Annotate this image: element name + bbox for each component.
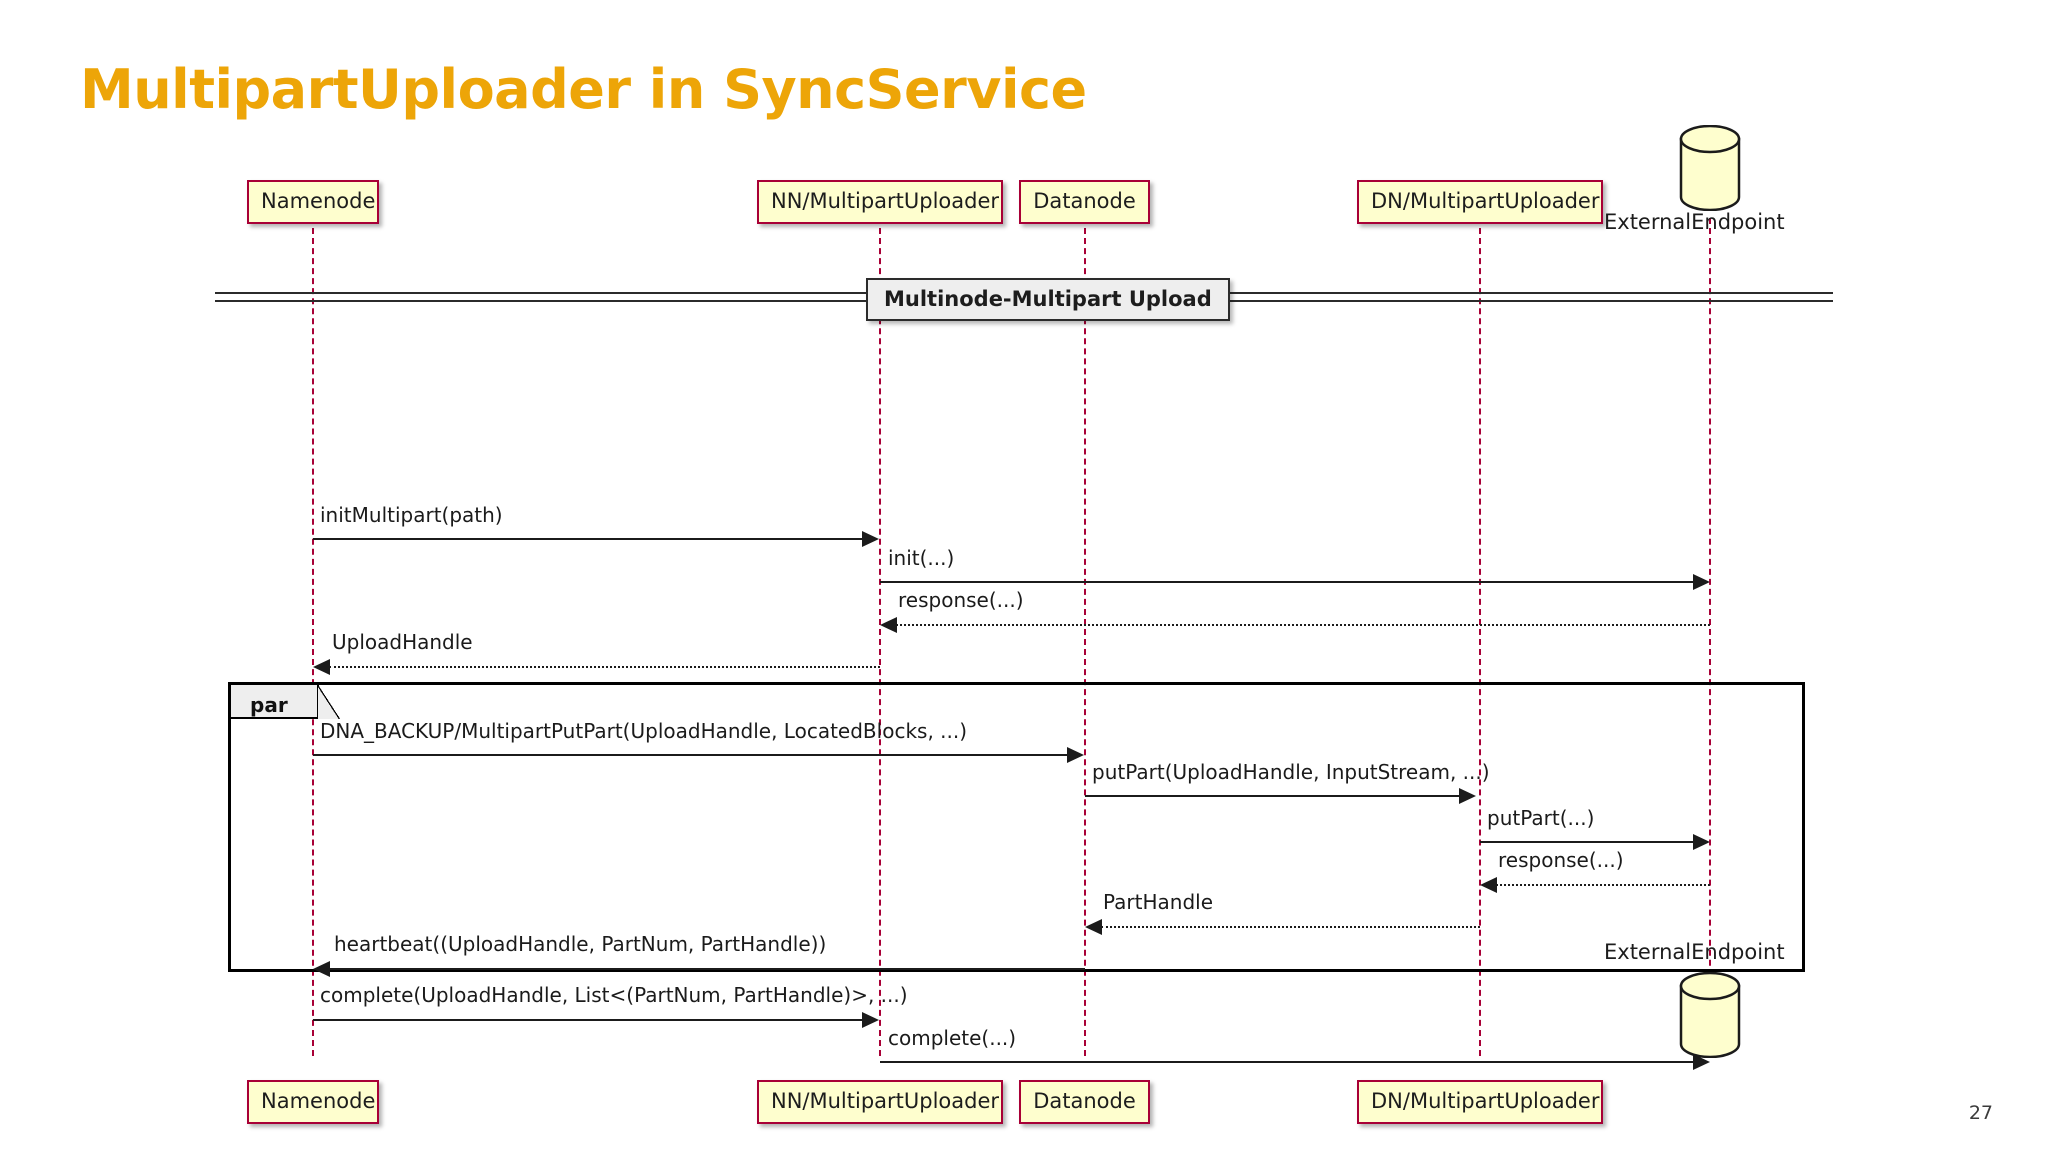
message-label-complete-full: complete(UploadHandle, List<(PartNum, Pa… [320,983,908,1007]
message-arrowhead-init [1693,574,1710,590]
message-line-dna-backup-multipartputpart [313,754,1071,756]
message-arrowhead-putpart [1693,834,1710,850]
participant-label: DN/MultipartUploader [1371,1089,1600,1113]
message-label-response-dn: response(...) [1498,848,1624,872]
message-arrowhead-putpart-stream [1459,788,1476,804]
message-label-heartbeat: heartbeat((UploadHandle, PartNum, PartHa… [334,932,827,956]
message-arrowhead-heartbeat [313,961,330,977]
participant-namenode-top[interactable]: Namenode [247,180,379,224]
database-icon-externalendpoint-top[interactable] [1679,125,1741,211]
fragment-operator-label: par [250,693,288,717]
message-label-parthandle: PartHandle [1103,890,1214,914]
participant-label: Datanode [1033,1089,1136,1113]
participant-label-externalendpoint-top: ExternalEndpoint [1604,210,1785,234]
page-number: 27 [1968,1102,1993,1124]
divider-label: Multinode-Multipart Upload [884,287,1212,311]
message-arrowhead-response-dn [1480,877,1497,893]
participant-dn-multipartuploader-top[interactable]: DN/MultipartUploader [1357,180,1603,224]
participant-label: NN/MultipartUploader [771,189,1000,213]
message-label-response-nn: response(...) [898,588,1024,612]
lifeline-datanode [1084,218,1086,1056]
message-arrowhead-complete-full [862,1012,879,1028]
message-arrowhead-uploadhandle [313,659,330,675]
message-label-init: init(...) [888,546,955,570]
participant-label: Namenode [261,1089,376,1113]
participant-dn-multipartuploader-bottom[interactable]: DN/MultipartUploader [1357,1080,1603,1124]
participant-nn-multipartuploader-top[interactable]: NN/MultipartUploader [757,180,1003,224]
message-label-initmultipart: initMultipart(path) [320,503,503,527]
participant-namenode-bottom[interactable]: Namenode [247,1080,379,1124]
message-line-complete-full [313,1019,866,1021]
participant-label: Datanode [1033,189,1136,213]
divider-label-box: Multinode-Multipart Upload [866,278,1230,321]
participant-label: DN/MultipartUploader [1371,189,1600,213]
message-line-initmultipart [313,538,866,540]
lifeline-namenode [312,218,314,1056]
message-line-response-dn [1496,884,1710,886]
message-line-uploadhandle [329,666,880,668]
fragment-tab-par [231,685,319,719]
message-label-putpart-stream: putPart(UploadHandle, InputStream, ...) [1092,760,1490,784]
participant-datanode-bottom[interactable]: Datanode [1019,1080,1150,1124]
message-line-complete [880,1061,1696,1063]
message-line-putpart-stream [1085,795,1463,797]
message-arrowhead-initmultipart [862,531,879,547]
message-arrowhead-complete [1693,1054,1710,1070]
message-label-dna-backup-multipartputpart: DNA_BACKUP/MultipartPutPart(UploadHandle… [320,719,968,743]
page-title: MultipartUploader in SyncService [80,58,1087,121]
participant-label: NN/MultipartUploader [771,1089,1000,1113]
lifeline-nn-multipartuploader [879,218,881,1056]
message-arrowhead-parthandle [1085,919,1102,935]
message-line-putpart [1480,841,1696,843]
participant-nn-multipartuploader-bottom[interactable]: NN/MultipartUploader [757,1080,1003,1124]
message-arrowhead-response-nn [880,617,897,633]
participant-label: Namenode [261,189,376,213]
message-label-complete: complete(...) [888,1026,1017,1050]
lifeline-externalendpoint [1709,218,1711,1056]
message-line-parthandle [1101,926,1480,928]
participant-label-externalendpoint-bottom: ExternalEndpoint [1604,940,1785,964]
sequence-diagram: Namenode NN/MultipartUploader Datanode D… [0,125,2048,1124]
fragment-tab-par-corner [318,685,340,719]
combined-fragment-par [228,682,1805,972]
database-icon-externalendpoint-bottom[interactable] [1679,972,1741,1058]
message-line-heartbeat [329,968,1085,970]
message-arrowhead-dna-backup-multipartputpart [1067,747,1084,763]
lifeline-dn-multipartuploader [1479,218,1481,1056]
message-label-putpart: putPart(...) [1487,806,1595,830]
message-line-init [880,581,1696,583]
message-line-response-nn [896,624,1710,626]
message-label-uploadhandle: UploadHandle [332,630,473,654]
participant-datanode-top[interactable]: Datanode [1019,180,1150,224]
